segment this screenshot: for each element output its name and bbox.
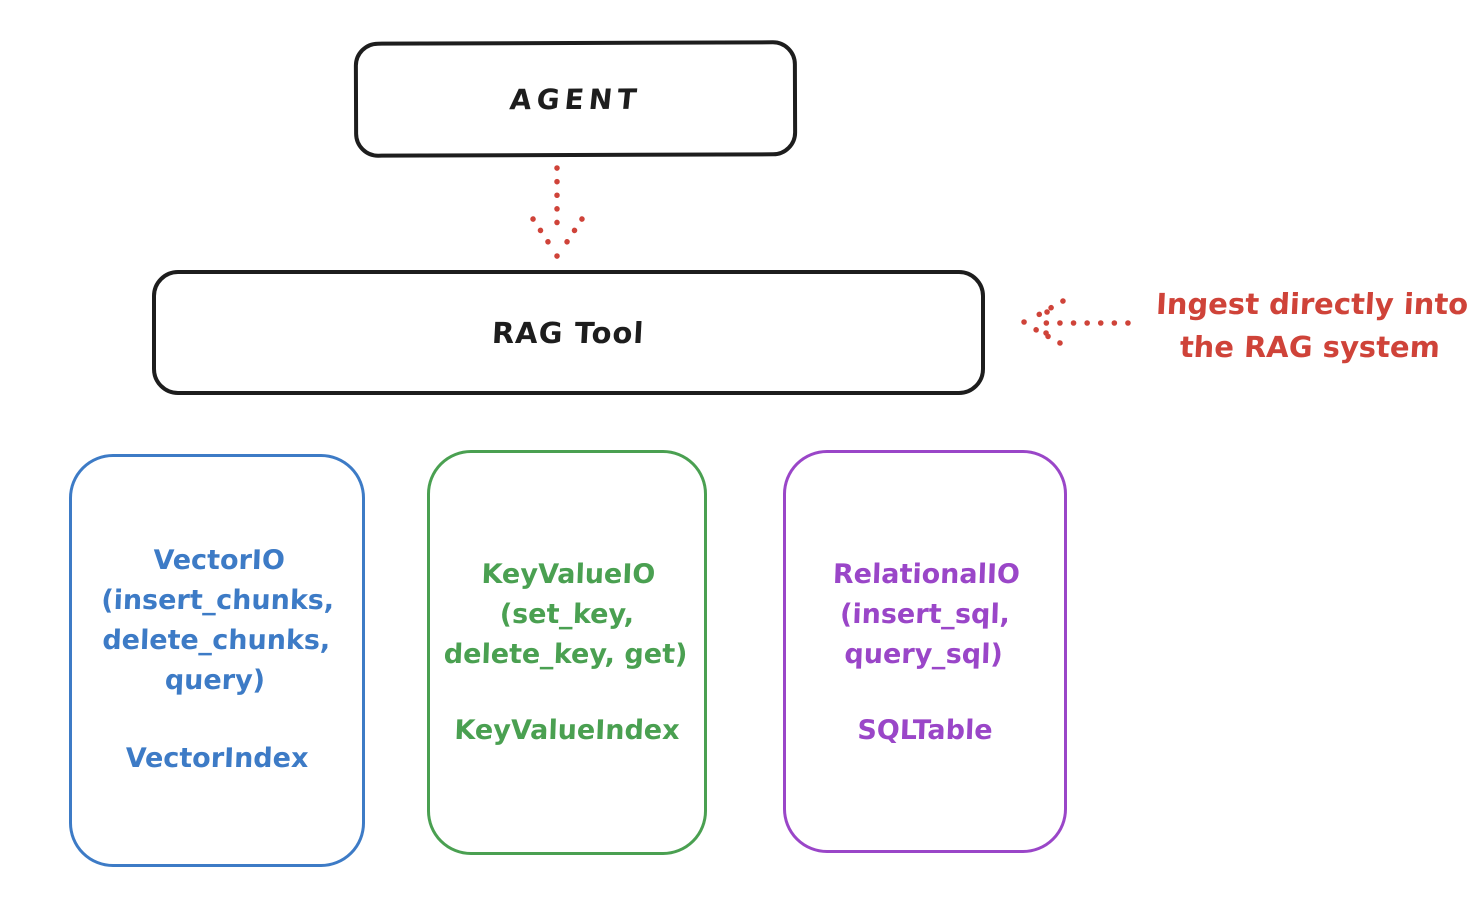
vector-io-line: VectorIO [152, 545, 286, 576]
keyvalue-io-line: delete_key, get) [443, 639, 688, 670]
vector-io-line: (insert_chunks, [100, 585, 335, 616]
ingest-annotation-line1: Ingest directly into [1155, 287, 1470, 321]
vector-io-methods: VectorIO (insert_chunks, delete_chunks, … [69, 541, 365, 701]
vector-io-line: query) [164, 665, 266, 696]
relational-io-line: query_sql) [843, 639, 1004, 670]
vector-io-line: delete_chunks, [101, 625, 331, 656]
ingest-annotation: Ingest directly into the RAG system [1136, 283, 1484, 369]
relational-io-line: RelationalIO [832, 559, 1021, 590]
dotted-arrow-left-icon [1021, 298, 1131, 346]
sql-table-label: SQLTable [856, 715, 994, 746]
ingest-annotation-line2: the RAG system [1178, 330, 1441, 364]
agent-node: AGENT [353, 40, 798, 158]
keyvalue-io-line: (set_key, [499, 599, 635, 630]
keyvalue-io-methods: KeyValueIO (set_key, delete_key, get) [428, 555, 706, 675]
relational-io-methods: RelationalIO (insert_sql, query_sql) [784, 555, 1066, 675]
keyvalue-index-label: KeyValueIndex [453, 715, 681, 746]
vector-index-label: VectorIndex [125, 743, 309, 774]
vector-io-node: VectorIO (insert_chunks, delete_chunks, … [69, 454, 365, 867]
rag-tool-label: RAG Tool [491, 315, 646, 350]
rag-tool-node: RAG Tool [152, 270, 985, 395]
dotted-arrow-down-icon [530, 165, 585, 259]
keyvalue-io-node: KeyValueIO (set_key, delete_key, get) Ke… [427, 450, 707, 855]
agent-label: AGENT [508, 82, 643, 116]
keyvalue-io-line: KeyValueIO [480, 559, 656, 590]
relational-io-node: RelationalIO (insert_sql, query_sql) SQL… [783, 450, 1067, 853]
relational-io-line: (insert_sql, [839, 599, 1011, 630]
